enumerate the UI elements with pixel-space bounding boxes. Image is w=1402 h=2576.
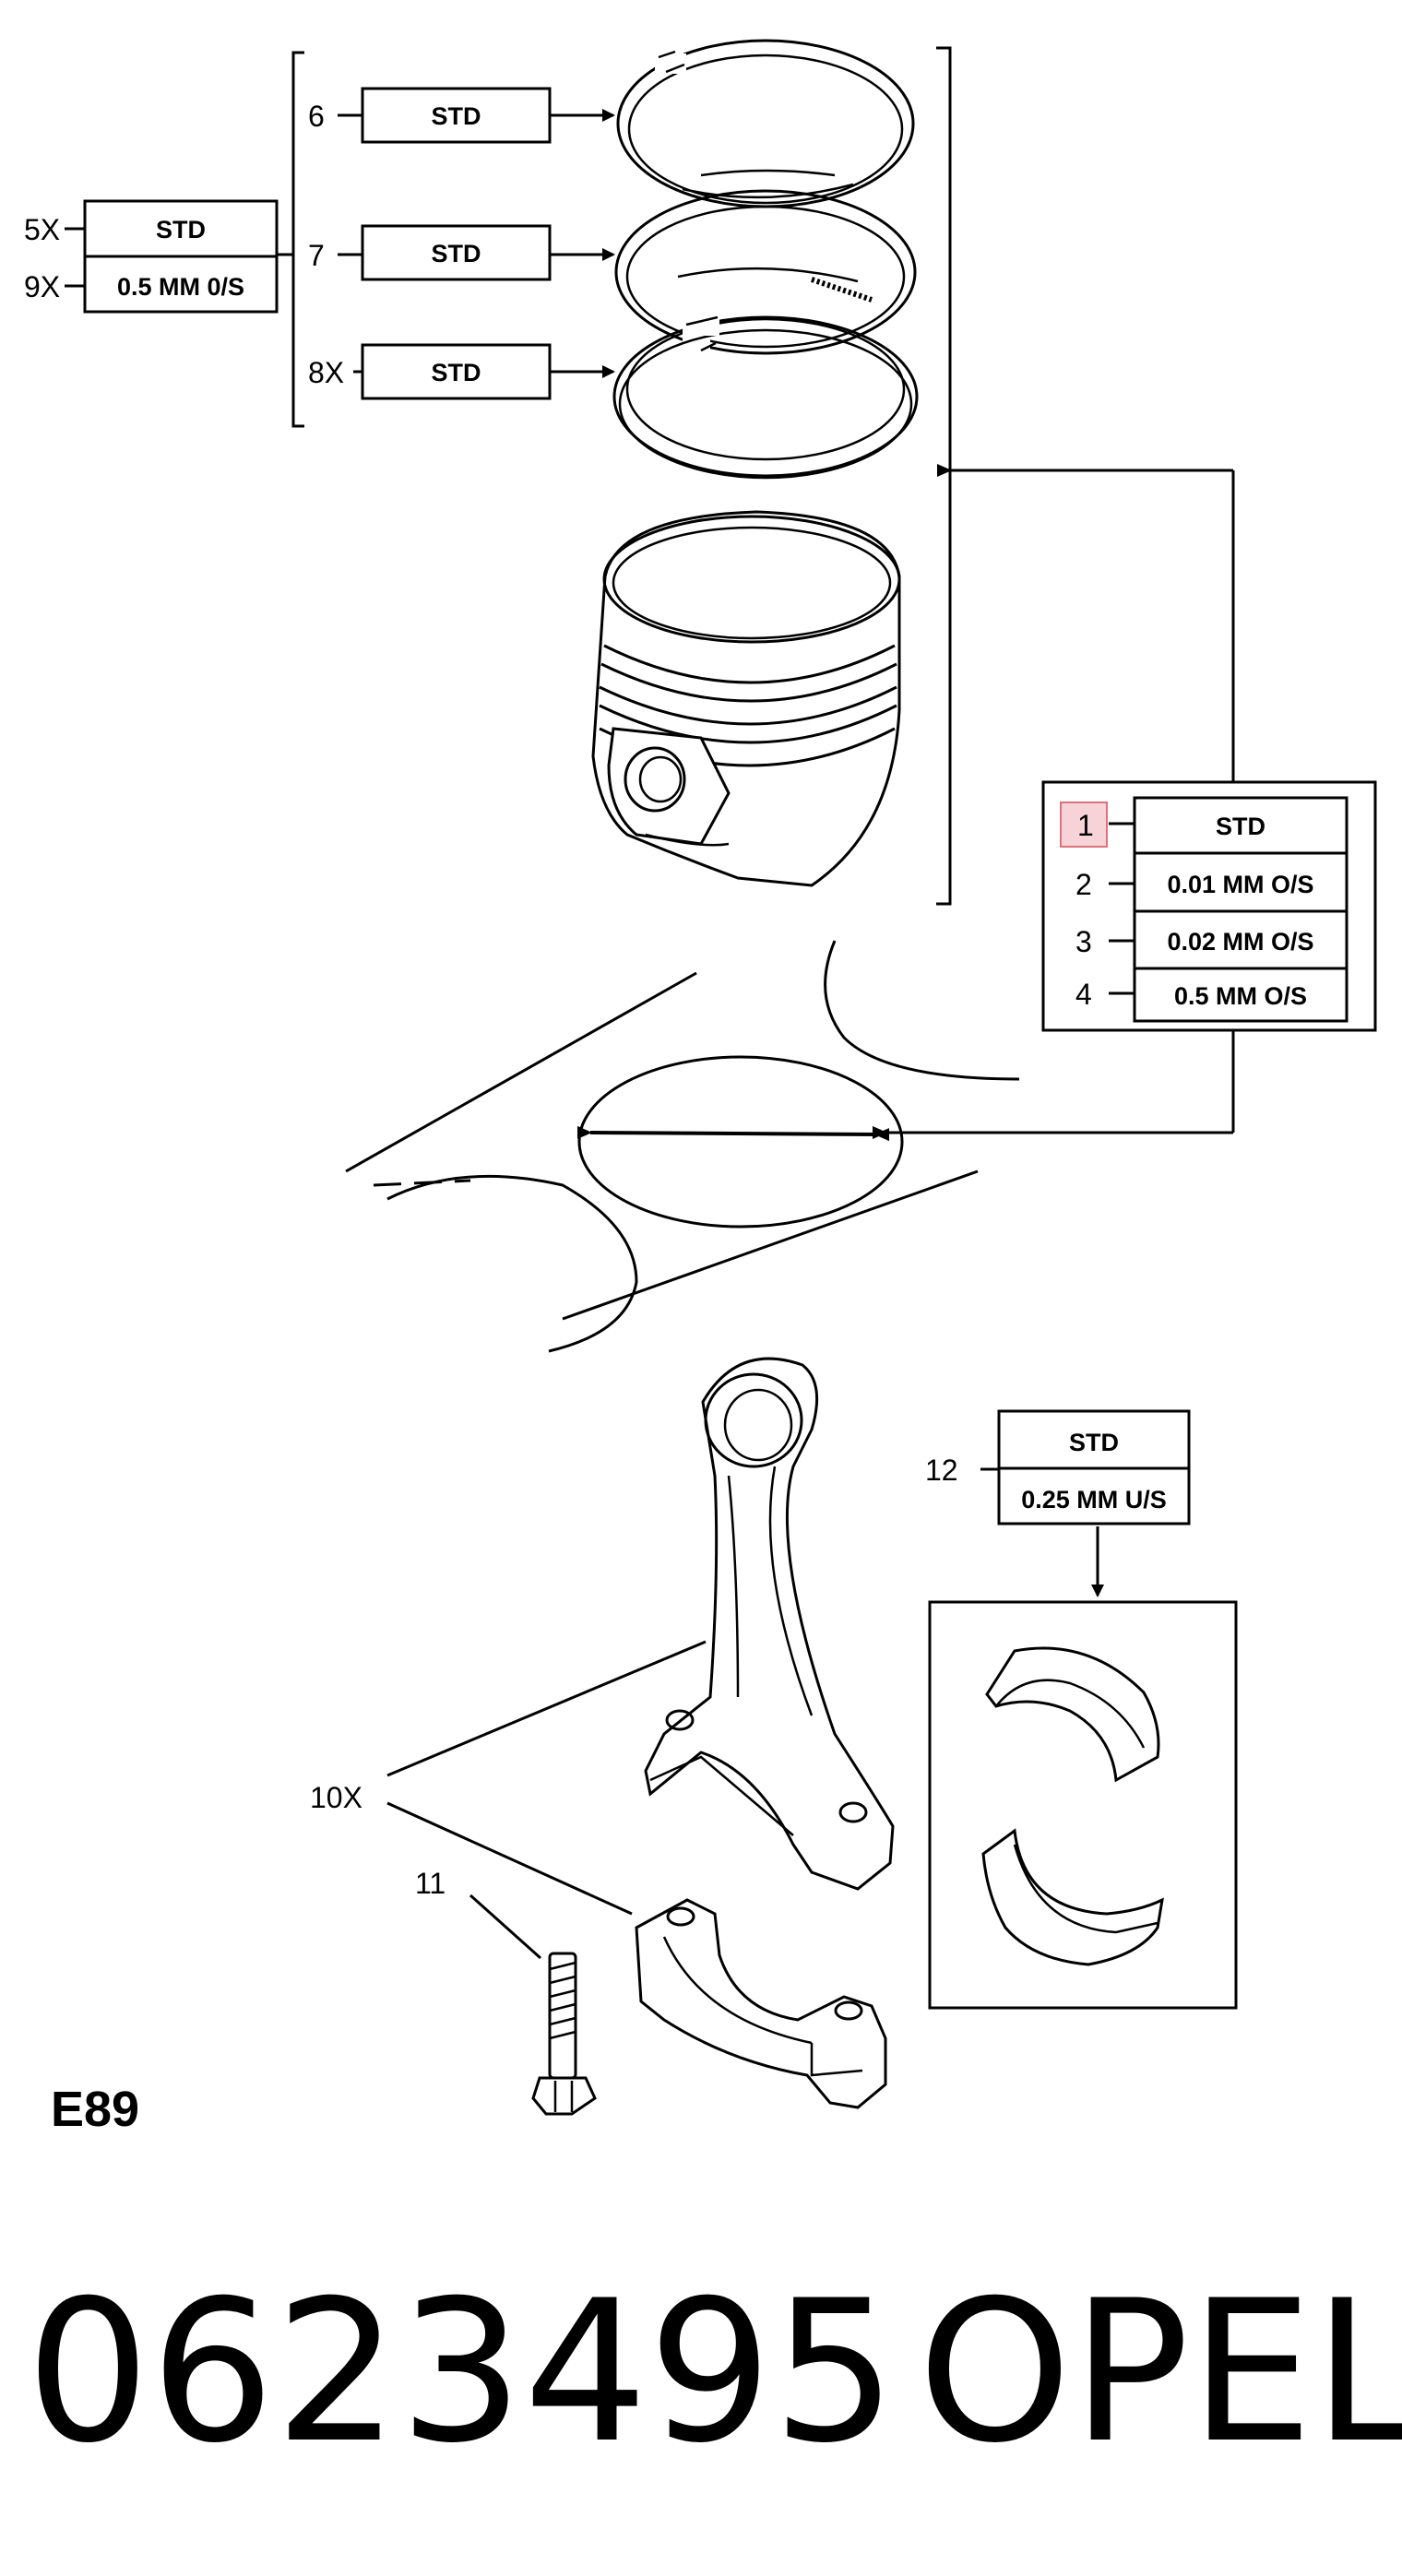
ring-bottom xyxy=(612,315,919,480)
label-7: 7 xyxy=(308,239,325,272)
svg-text:STD: STD xyxy=(1216,813,1265,840)
ring-top xyxy=(616,39,915,208)
svg-text:0.5 MM O/S: 0.5 MM O/S xyxy=(1174,982,1307,1010)
box-8: STD xyxy=(361,343,552,400)
figure-code: E89 xyxy=(51,2082,139,2137)
label-5x: 5X xyxy=(24,213,60,246)
svg-text:STD: STD xyxy=(432,359,481,386)
label-11: 11 xyxy=(415,1867,446,1900)
svg-text:STD: STD xyxy=(432,102,481,130)
svg-text:0.02 MM O/S: 0.02 MM O/S xyxy=(1167,928,1313,956)
rod-bolt xyxy=(531,1952,597,2116)
part-number: 0623495 xyxy=(26,2258,897,2486)
rod-cap xyxy=(635,1898,887,2109)
piston xyxy=(591,510,901,887)
box-5-9: STD 0.5 MM 0/S xyxy=(83,199,279,314)
label-1: 1 xyxy=(1077,809,1094,842)
piston-bracket xyxy=(936,46,952,906)
svg-text:STD: STD xyxy=(432,240,481,267)
svg-text:STD: STD xyxy=(1069,1429,1119,1456)
piston-rings xyxy=(612,39,919,480)
label-2: 2 xyxy=(1075,868,1092,901)
svg-text:0.01 MM O/S: 0.01 MM O/S xyxy=(1167,871,1313,898)
label-8x: 8X xyxy=(308,356,344,389)
brand-name: OPEL xyxy=(918,2258,1402,2486)
connecting-rod xyxy=(644,1357,895,1891)
bearing-shells xyxy=(928,1600,1238,2010)
label-4: 4 xyxy=(1075,978,1092,1011)
box-piston-sizes: STD 0.01 MM O/S 0.02 MM O/S 0.5 MM O/S xyxy=(1133,796,1349,1023)
rings-bracket xyxy=(291,51,304,428)
svg-text:0.25 MM U/S: 0.25 MM U/S xyxy=(1021,1486,1167,1514)
svg-text:STD: STD xyxy=(156,216,206,243)
box-7: STD xyxy=(361,224,552,281)
label-10x: 10X xyxy=(310,1781,362,1814)
label-9x: 9X xyxy=(24,270,60,303)
svg-text:0.5 MM 0/S: 0.5 MM 0/S xyxy=(117,273,244,301)
cylinder-block xyxy=(345,940,1235,1353)
ring-middle xyxy=(614,189,917,355)
label-6: 6 xyxy=(308,100,325,133)
label-3: 3 xyxy=(1075,925,1092,958)
piston-size-frame xyxy=(1041,780,1377,1032)
label-12: 12 xyxy=(925,1454,958,1487)
box-6: STD xyxy=(361,87,552,144)
box-12: STD 0.25 MM U/S xyxy=(997,1409,1191,1525)
item-1-highlight xyxy=(1060,801,1108,848)
